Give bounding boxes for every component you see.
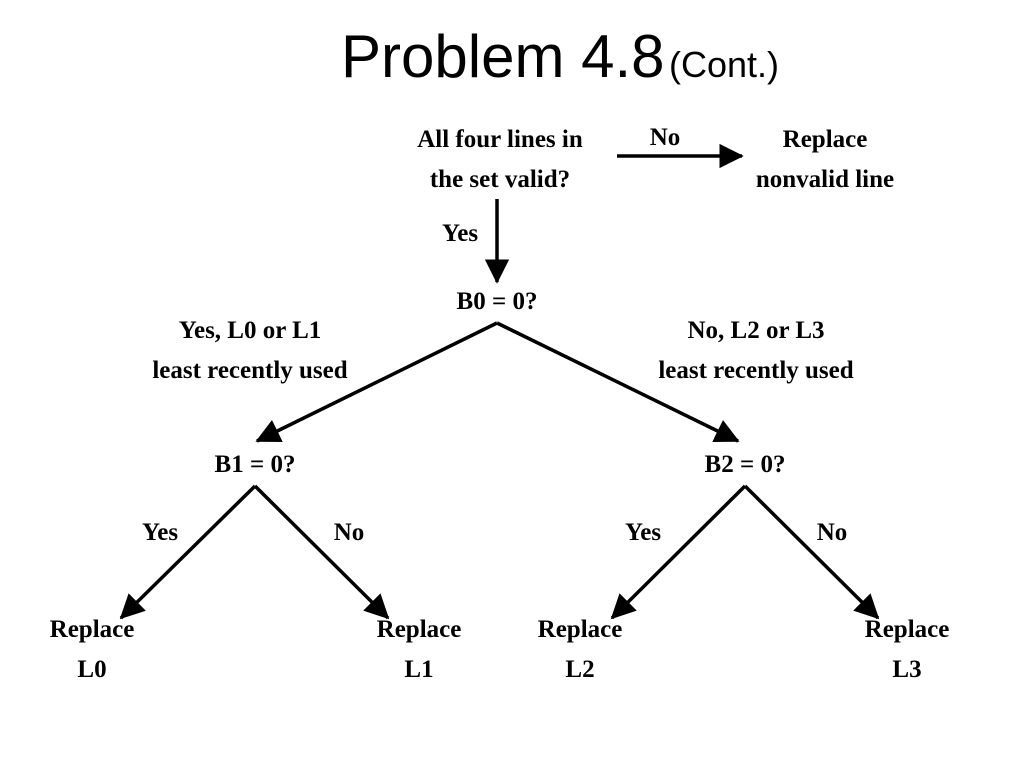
- node-replace-l3: Replace L3: [837, 610, 977, 690]
- node-b1: B1 = 0?: [214, 451, 296, 478]
- arrow-b0-no: [496, 321, 740, 443]
- edge-label-b2-yes: Yes: [624, 519, 662, 546]
- edge-label-b0-yes: Yes, L0 or L1 least recently used: [120, 311, 380, 391]
- node-root: All four lines in the set valid?: [380, 120, 620, 200]
- node-replace-l0-line1: Replace: [49, 616, 135, 643]
- node-replace-l2: Replace L2: [510, 610, 650, 690]
- node-replace-nonvalid-line1: Replace: [782, 126, 868, 153]
- node-replace-l2-line2: L2: [565, 656, 595, 683]
- node-root-line2: the set valid?: [429, 166, 571, 193]
- edge-label-b0-no: No, L2 or L3 least recently used: [626, 311, 886, 391]
- edge-label-b1-yes: Yes: [141, 519, 179, 546]
- node-replace-l0-line2: L0: [77, 656, 107, 683]
- edge-label-root-yes: Yes: [441, 220, 479, 247]
- node-replace-nonvalid-line2: nonvalid line: [755, 166, 895, 193]
- node-b0: B0 = 0?: [456, 288, 538, 315]
- node-replace-l0: Replace L0: [22, 610, 162, 690]
- edge-label-b2-no: No: [816, 519, 848, 546]
- arrow-b2-yes: [610, 484, 747, 620]
- arrow-b1-yes: [119, 484, 257, 620]
- edge-label-b0-no-line2: least recently used: [658, 357, 854, 384]
- node-root-line1: All four lines in: [417, 126, 583, 153]
- arrow-b2-no: [743, 484, 880, 620]
- node-replace-l1-line1: Replace: [376, 616, 462, 643]
- slide-title: Problem 4.8 (Cont.): [0, 22, 1024, 91]
- arrow-b0-yes: [255, 321, 498, 443]
- node-b2: B2 = 0?: [704, 451, 786, 478]
- node-replace-l2-line1: Replace: [537, 616, 623, 643]
- node-replace-l3-line2: L3: [892, 656, 922, 683]
- title-sub: (Cont.): [668, 44, 779, 85]
- edge-label-b0-yes-line1: Yes, L0 or L1: [178, 317, 322, 344]
- edge-label-b0-yes-line2: least recently used: [152, 357, 348, 384]
- node-replace-l1-line2: L1: [404, 656, 434, 683]
- title-main: Problem 4.8: [341, 23, 665, 90]
- edge-label-b0-no-line1: No, L2 or L3: [687, 317, 825, 344]
- node-replace-nonvalid: Replace nonvalid line: [715, 120, 935, 200]
- edge-label-b1-no: No: [333, 519, 365, 546]
- node-replace-l3-line1: Replace: [864, 616, 950, 643]
- node-replace-l1: Replace L1: [349, 610, 489, 690]
- arrow-b1-no: [253, 484, 390, 620]
- edge-label-root-no: No: [649, 124, 681, 151]
